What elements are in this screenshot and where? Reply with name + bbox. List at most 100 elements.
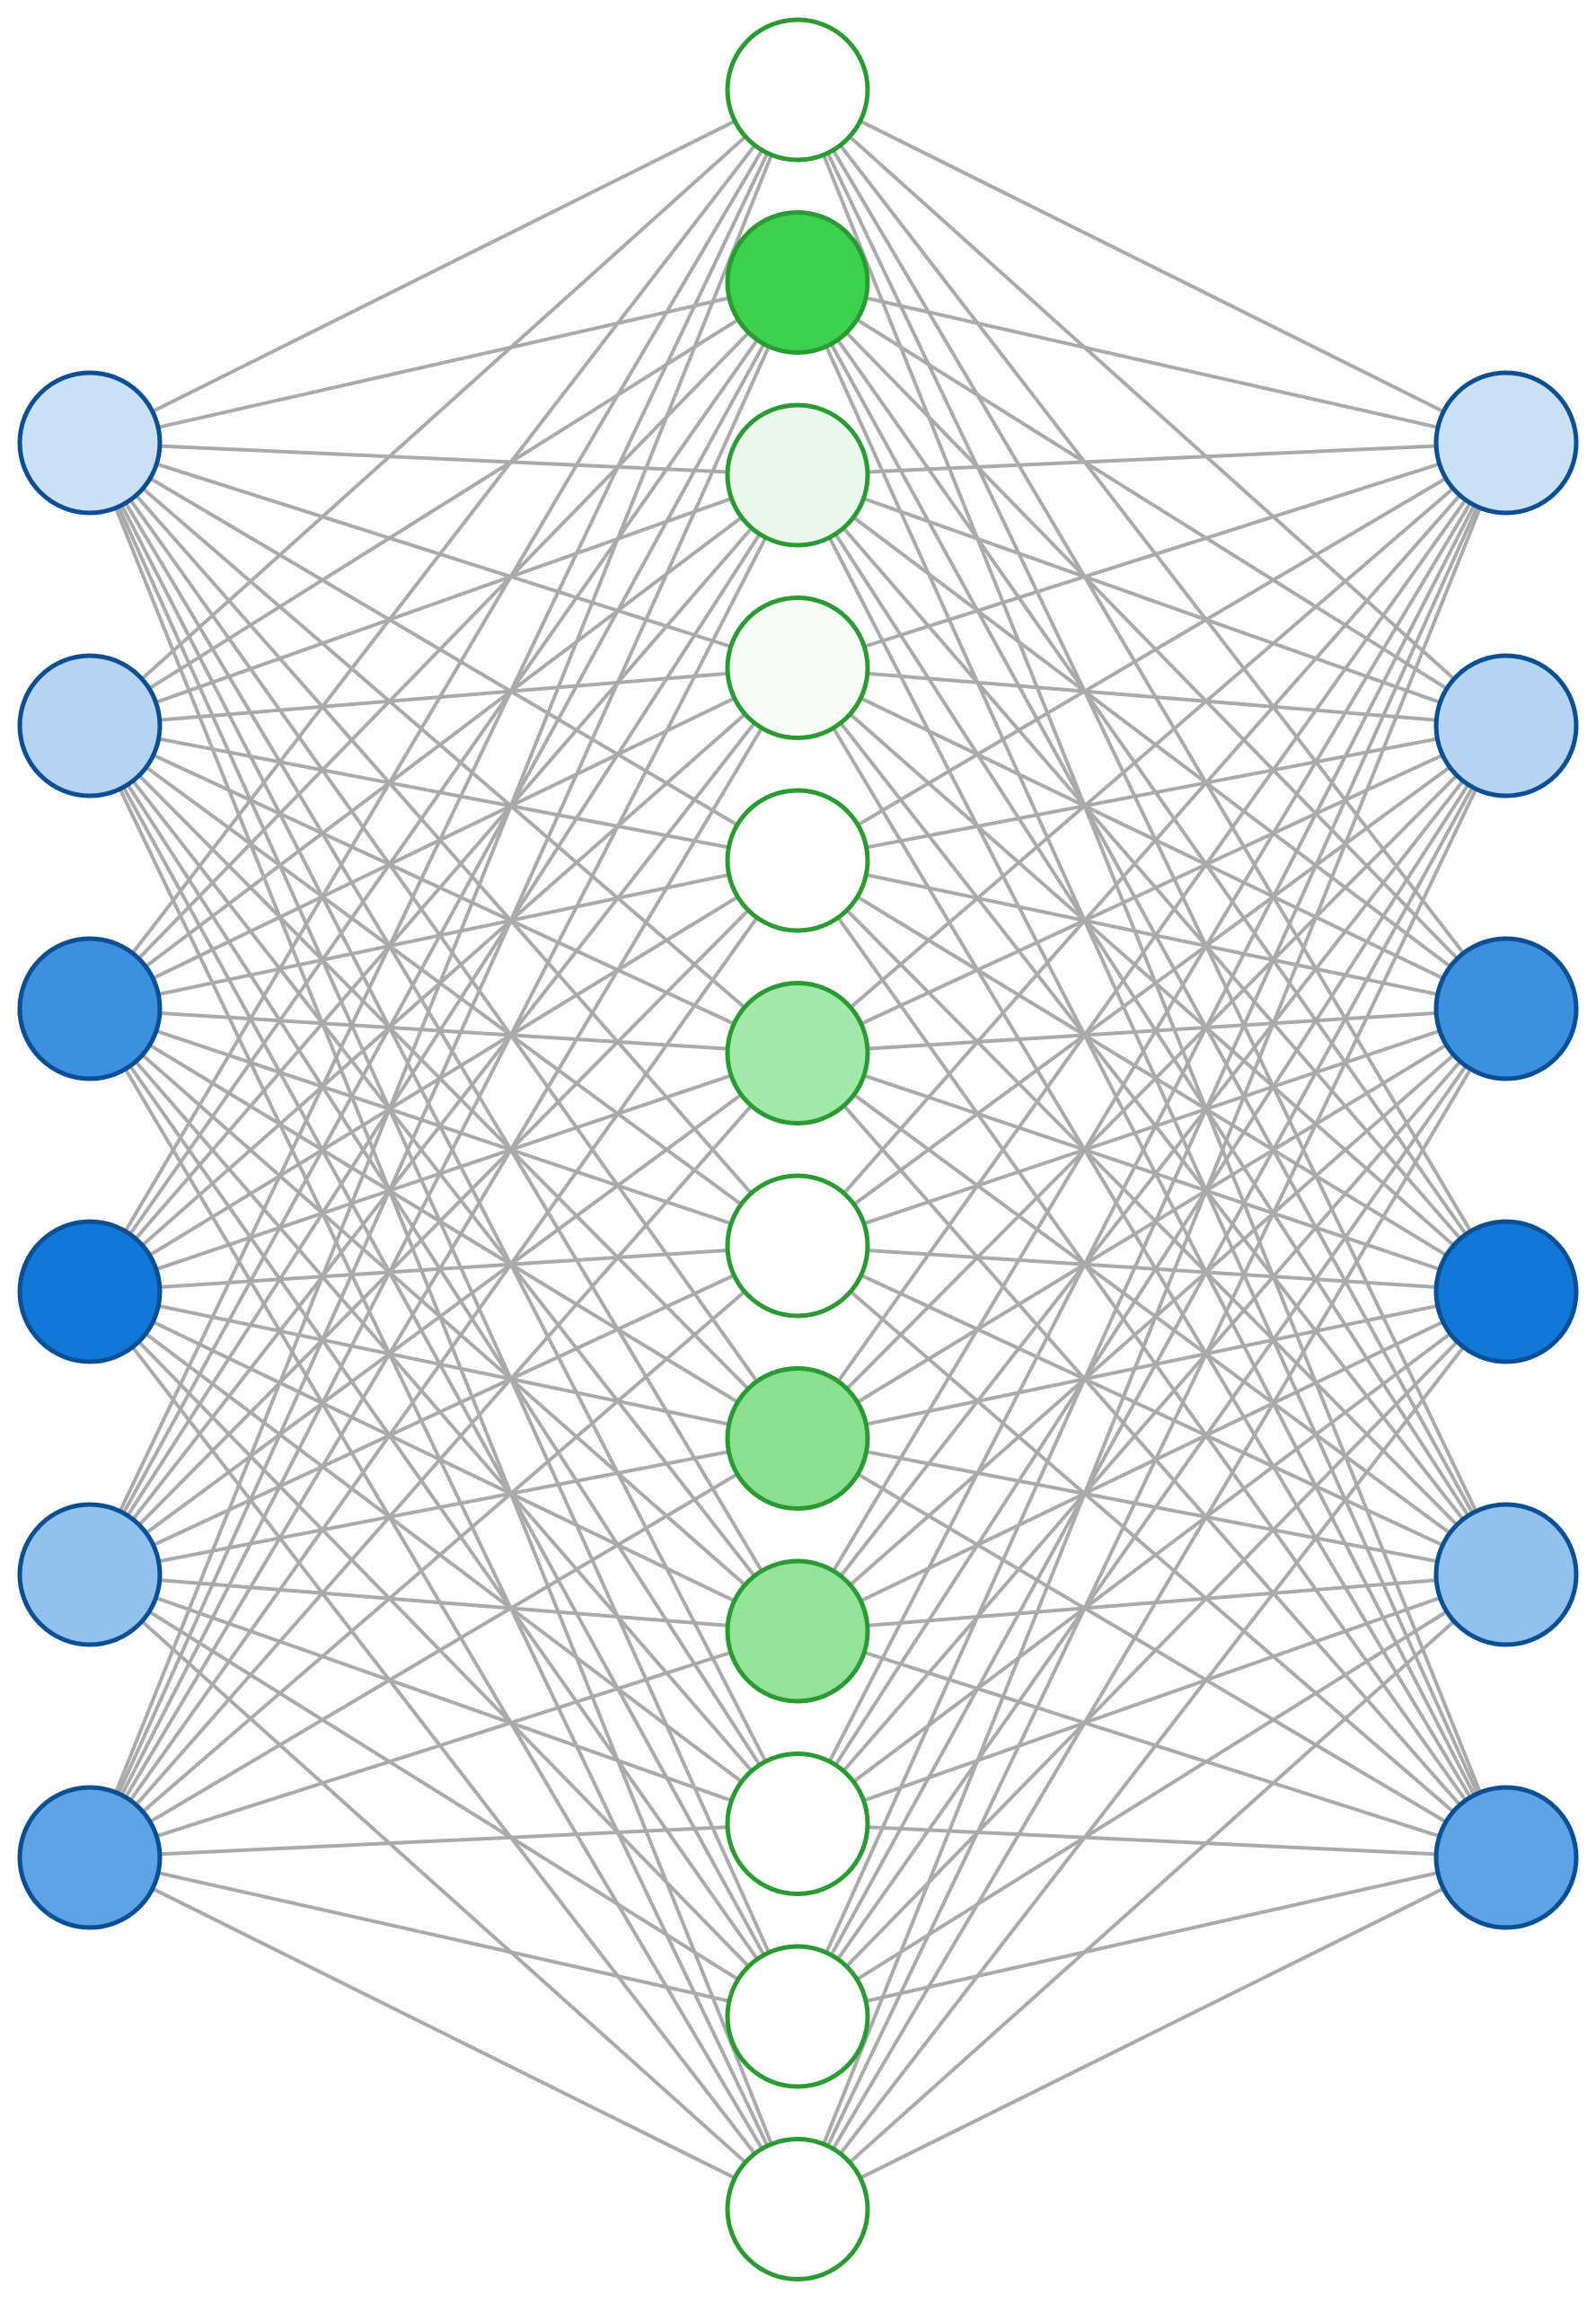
edge-left-4-middle-1	[88, 281, 799, 1575]
edge-middle-11-right-5	[797, 1856, 1507, 2211]
edge-middle-5-right-5	[796, 1052, 1508, 1859]
middle-node-5	[725, 788, 870, 933]
edge-left-5-middle-10	[89, 1856, 798, 2018]
edge-left-5-middle-5	[88, 1052, 799, 1859]
edge-middle-0-right-1	[796, 88, 1508, 728]
edge-middle-7-right-0	[796, 441, 1508, 1440]
edge-middle-1-right-5	[796, 281, 1508, 1858]
middle-node-2	[725, 210, 870, 355]
edge-left-4-middle-9	[89, 1573, 798, 1826]
edge-middle-11-right-1	[796, 725, 1508, 2210]
edge-left-4-middle-8	[89, 1573, 798, 1633]
left-node-5	[17, 1502, 163, 1647]
edge-middle-2-right-5	[796, 474, 1508, 1858]
edge-middle-11-right-0	[796, 442, 1508, 2210]
right-node-6	[1433, 1785, 1579, 1930]
network-nodes	[17, 17, 1579, 2281]
edge-middle-0-right-4	[796, 89, 1508, 1575]
edge-middle-4-right-1	[797, 724, 1507, 862]
edge-middle-10-right-5	[797, 1856, 1507, 2018]
right-node-5	[1433, 1502, 1579, 1647]
edge-middle-8-right-4	[797, 1573, 1507, 1633]
edge-left-3-middle-5	[89, 1051, 798, 1293]
edge-middle-2-right-2	[796, 473, 1508, 1010]
edge-left-3-middle-1	[88, 281, 799, 1293]
edge-left-2-middle-11	[88, 1007, 799, 2210]
left-node-2	[17, 653, 163, 799]
edge-middle-1-right-0	[797, 280, 1507, 445]
edge-left-1-middle-4	[89, 724, 798, 862]
edge-middle-8-right-1	[796, 724, 1508, 1633]
middle-node-9	[725, 1558, 870, 1704]
edge-left-3-middle-9	[88, 1290, 799, 1826]
edge-left-5-middle-4	[88, 859, 799, 1859]
edge-middle-3-right-3	[796, 666, 1508, 1293]
edge-left-5-middle-1	[88, 281, 799, 1858]
middle-node-12	[725, 2137, 870, 2281]
edge-middle-4-right-4	[796, 859, 1508, 1576]
edge-middle-1-right-4	[796, 281, 1508, 1575]
edge-middle-6-right-5	[796, 1244, 1508, 1859]
middle-node-4	[725, 596, 870, 740]
left-node-3	[17, 936, 163, 1081]
edge-left-3-middle-6	[89, 1244, 798, 1293]
edge-left-1-middle-10	[88, 725, 799, 2017]
edge-middle-7-right-3	[797, 1290, 1507, 1441]
edge-middle-3-right-4	[796, 666, 1508, 1576]
edge-left-3-middle-3	[88, 666, 799, 1293]
middle-node-3	[725, 402, 870, 548]
edge-middle-6-right-3	[797, 1244, 1507, 1293]
edge-middle-5-right-2	[797, 1007, 1507, 1055]
edge-left-0-middle-5	[88, 441, 799, 1055]
edge-left-3-middle-7	[89, 1290, 798, 1441]
edge-middle-0-right-5	[796, 89, 1508, 1858]
middle-node-6	[725, 981, 870, 1125]
edge-left-1-middle-1	[88, 280, 799, 728]
edge-left-0-middle-2	[89, 441, 798, 477]
edge-left-1-middle-9	[88, 724, 799, 1825]
edge-left-3-middle-11	[88, 1290, 799, 2210]
edge-middle-2-right-1	[797, 473, 1507, 728]
edge-middle-3-right-1	[797, 666, 1507, 728]
edge-left-4-middle-2	[88, 473, 799, 1576]
edge-left-2-middle-7	[88, 1007, 799, 1441]
edge-middle-2-right-3	[796, 473, 1508, 1293]
right-node-3	[1433, 936, 1579, 1081]
edge-left-2-middle-9	[88, 1007, 799, 1825]
edge-left-5-middle-3	[88, 666, 799, 1859]
edge-left-4-middle-3	[88, 666, 799, 1576]
edge-middle-5-right-4	[796, 1051, 1508, 1576]
edge-left-2-middle-10	[88, 1007, 799, 2018]
edge-middle-10-right-1	[796, 725, 1508, 2017]
edge-middle-7-right-1	[796, 724, 1508, 1440]
edge-left-3-middle-0	[88, 88, 799, 1293]
edge-left-0-middle-8	[88, 441, 799, 1633]
edge-left-2-middle-2	[88, 473, 799, 1010]
edge-middle-10-right-2	[796, 1007, 1508, 2018]
edge-middle-10-right-4	[796, 1573, 1508, 2018]
middle-node-7	[725, 1173, 870, 1319]
edge-middle-7-right-4	[797, 1436, 1507, 1576]
edge-left-4-middle-6	[89, 1244, 798, 1576]
edge-middle-9-right-2	[796, 1007, 1508, 1825]
edge-middle-8-right-0	[796, 441, 1508, 1633]
edge-left-5-middle-6	[88, 1244, 799, 1859]
edge-left-4-middle-0	[88, 89, 799, 1575]
edge-middle-10-right-0	[796, 442, 1508, 2017]
middle-node-11	[725, 1944, 870, 2089]
edge-left-5-middle-11	[89, 1856, 798, 2211]
edge-left-2-middle-6	[89, 1007, 798, 1248]
left-node-1	[17, 370, 163, 516]
edge-left-5-middle-2	[88, 474, 799, 1858]
edge-middle-4-right-0	[796, 441, 1508, 862]
edge-left-5-middle-9	[89, 1822, 798, 1859]
left-node-4	[17, 1219, 163, 1364]
edge-left-1-middle-0	[88, 88, 799, 728]
edge-left-0-middle-6	[88, 441, 799, 1248]
edge-middle-7-right-5	[796, 1436, 1508, 1859]
edge-left-3-middle-4	[88, 859, 799, 1293]
edge-left-2-middle-0	[88, 88, 799, 1010]
edge-middle-3-right-5	[796, 666, 1508, 1859]
edge-middle-11-right-4	[796, 1573, 1508, 2210]
